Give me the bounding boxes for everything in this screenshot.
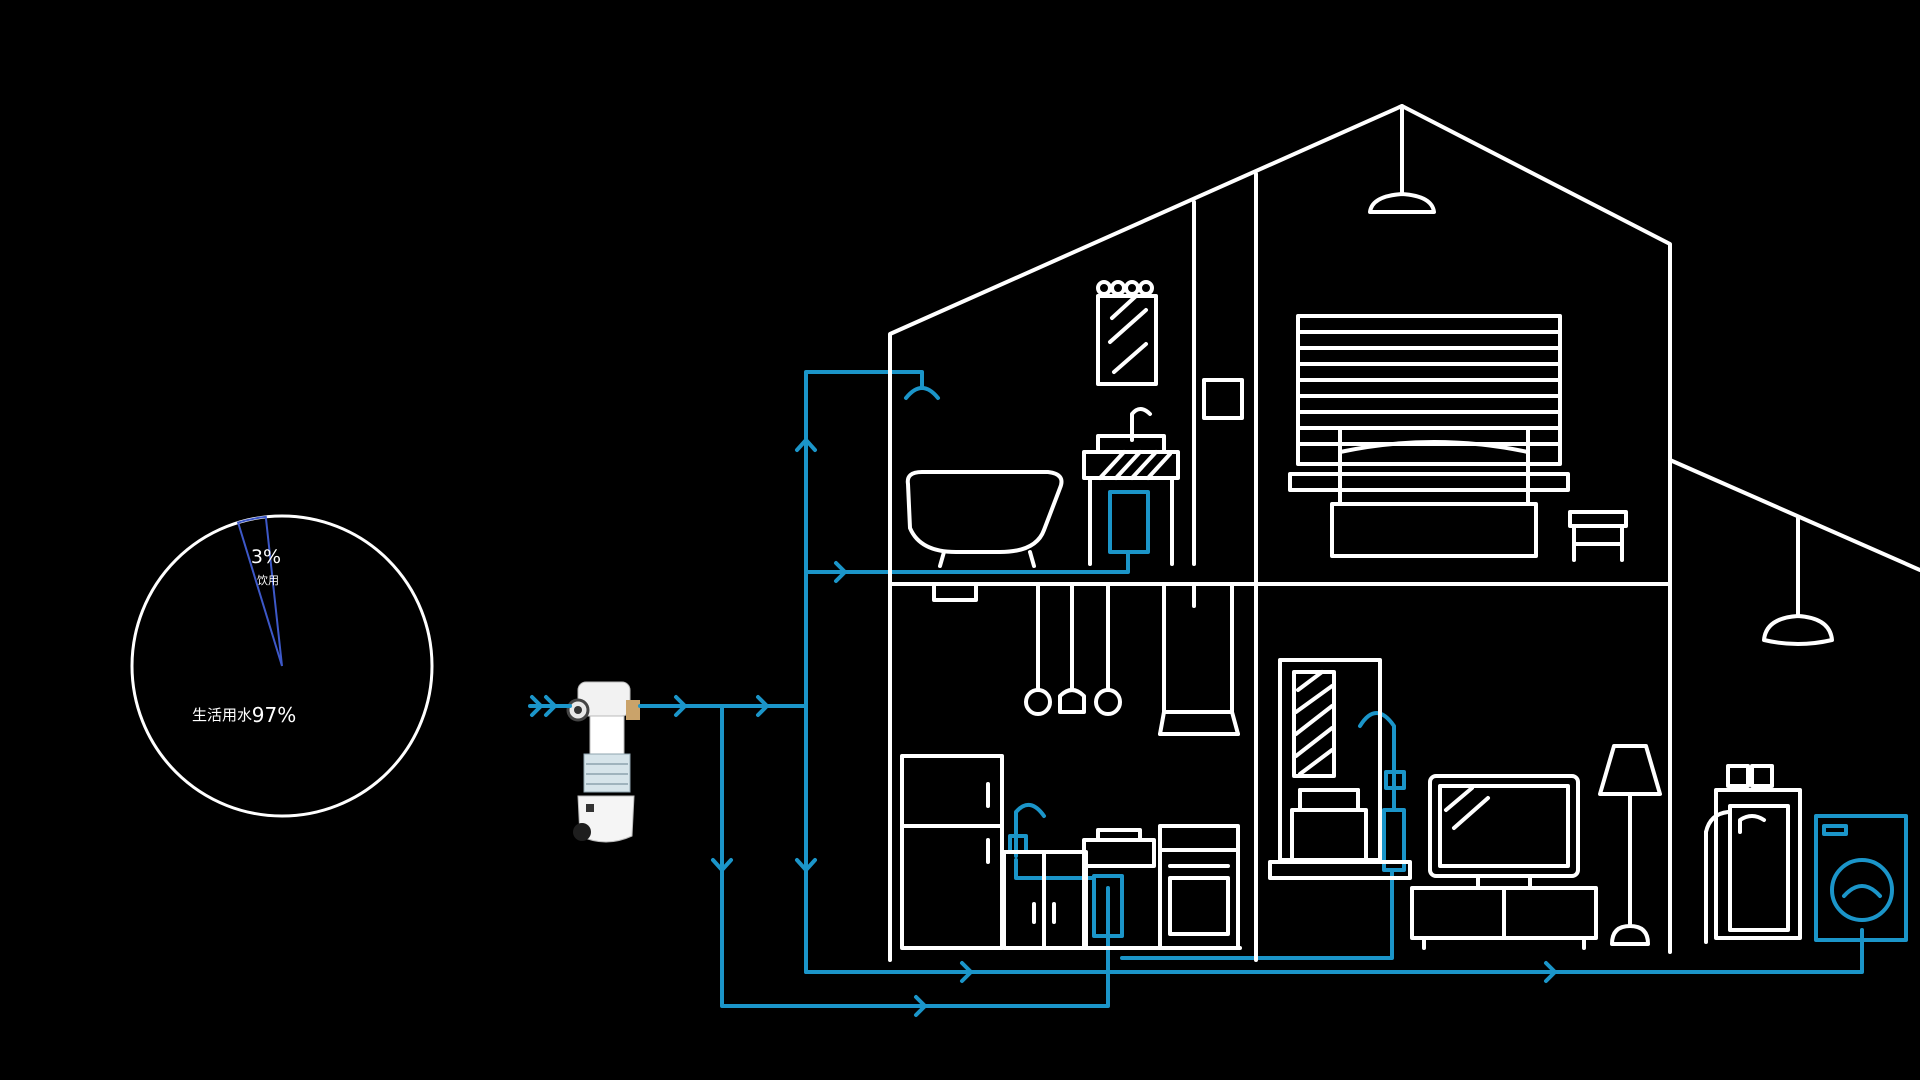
water-filter-icon	[566, 681, 640, 843]
kitchen	[900, 582, 1242, 950]
pie-outline	[130, 514, 434, 818]
pie-value-domestic: 97%	[252, 703, 296, 727]
sink-icon	[1082, 407, 1180, 566]
bed-icon	[1330, 426, 1538, 558]
pie-label-domestic: 生活用水	[192, 706, 252, 724]
pie-label-drinking: 饮用	[257, 574, 279, 587]
pie-slice-drinking	[236, 515, 283, 667]
living-area	[1268, 658, 1662, 950]
bedroom	[1288, 104, 1628, 562]
pie-value-drinking: 3%	[251, 546, 281, 568]
tv-icon	[1428, 774, 1580, 890]
lamp-icon	[1368, 104, 1436, 214]
water-pipes	[528, 370, 1908, 1017]
bathtub-icon	[905, 470, 1064, 568]
usage-pie-chart: 3% 饮用 生活用水 97%	[130, 514, 434, 818]
bathroom	[905, 280, 1244, 568]
laundry-area	[1704, 516, 1834, 944]
fridge-icon	[900, 754, 1004, 950]
